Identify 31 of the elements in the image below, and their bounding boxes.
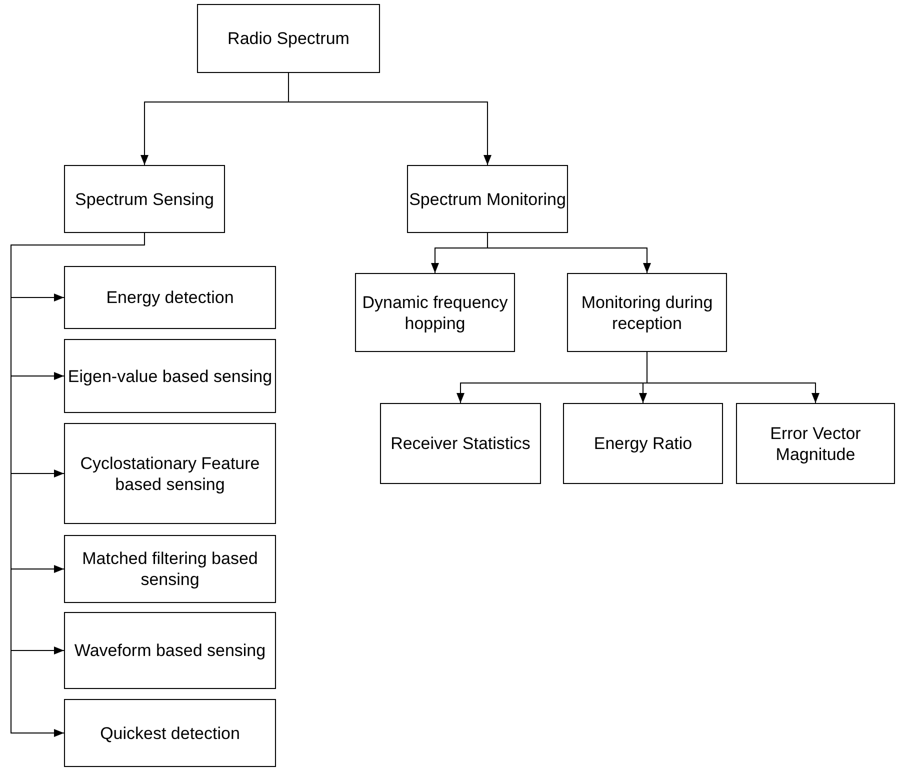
box-label: Spectrum Sensing xyxy=(75,188,214,210)
process-box xyxy=(64,339,276,413)
box-label: Radio Spectrum xyxy=(228,28,350,49)
process-box xyxy=(64,266,276,329)
box-label: Waveform based sensing xyxy=(74,640,266,661)
connector-arrow xyxy=(487,232,651,274)
box-label: Error Vector Magnitude xyxy=(769,422,862,464)
box-label: Dynamic frequency hopping xyxy=(361,292,509,334)
box-label: Quickest detection xyxy=(100,722,240,744)
box-label: Energy detection xyxy=(106,287,234,308)
box-label: Monitoring during reception xyxy=(580,292,714,334)
process-box xyxy=(64,535,276,603)
process-box xyxy=(567,273,727,352)
box-label: Cyclostationary Feature based sensing xyxy=(79,452,261,494)
process-box xyxy=(736,403,895,484)
box-label: Receiver Statistics xyxy=(390,433,530,454)
box-label: Spectrum Monitoring xyxy=(409,188,566,210)
process-box xyxy=(563,403,723,484)
box-label: Eigen-value based sensing xyxy=(68,366,272,386)
process-box xyxy=(407,165,568,233)
connector-arrow xyxy=(646,352,820,404)
process-box xyxy=(64,699,276,767)
box-label: Energy Ratio xyxy=(594,433,692,454)
box-label: Matched filtering based sensing xyxy=(81,548,259,590)
process-box xyxy=(64,165,225,233)
process-box xyxy=(64,612,276,689)
connector-arrow xyxy=(288,72,492,166)
process-box xyxy=(64,423,276,524)
process-box xyxy=(197,4,380,73)
process-box xyxy=(355,273,515,352)
process-box xyxy=(380,403,541,484)
